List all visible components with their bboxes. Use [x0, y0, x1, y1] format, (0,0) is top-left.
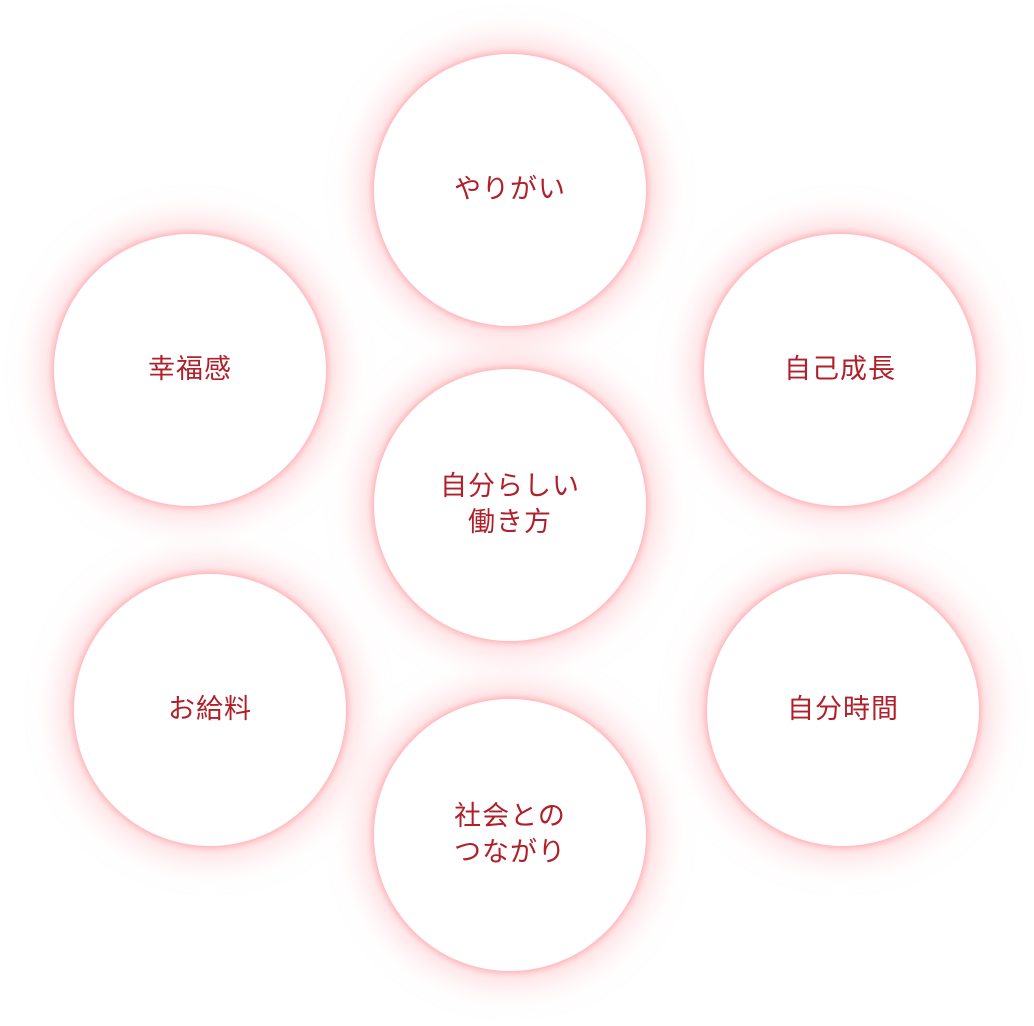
circle-label: やりがい — [454, 174, 566, 205]
circle-label: 幸福感 — [148, 354, 232, 385]
circle-koufukukan: 幸福感 — [54, 234, 326, 506]
circle-label: 自己成長 — [784, 354, 896, 385]
circle-label: お給料 — [168, 694, 252, 725]
circle-label: 自分時間 — [787, 694, 899, 725]
circle-jibunjikan: 自分時間 — [707, 574, 979, 846]
circle-shakai-tsunagari: 社会との つながり — [374, 699, 646, 971]
circle-label: 社会との つながり — [454, 801, 566, 868]
circle-okyuryo: お給料 — [74, 574, 346, 846]
circle-label: 自分らしい 働き方 — [440, 471, 580, 538]
circle-jikoseichou: 自己成長 — [704, 234, 976, 506]
circle-jibunrashii-hatarakikata: 自分らしい 働き方 — [374, 369, 646, 641]
circle-yarigai: やりがい — [374, 54, 646, 326]
